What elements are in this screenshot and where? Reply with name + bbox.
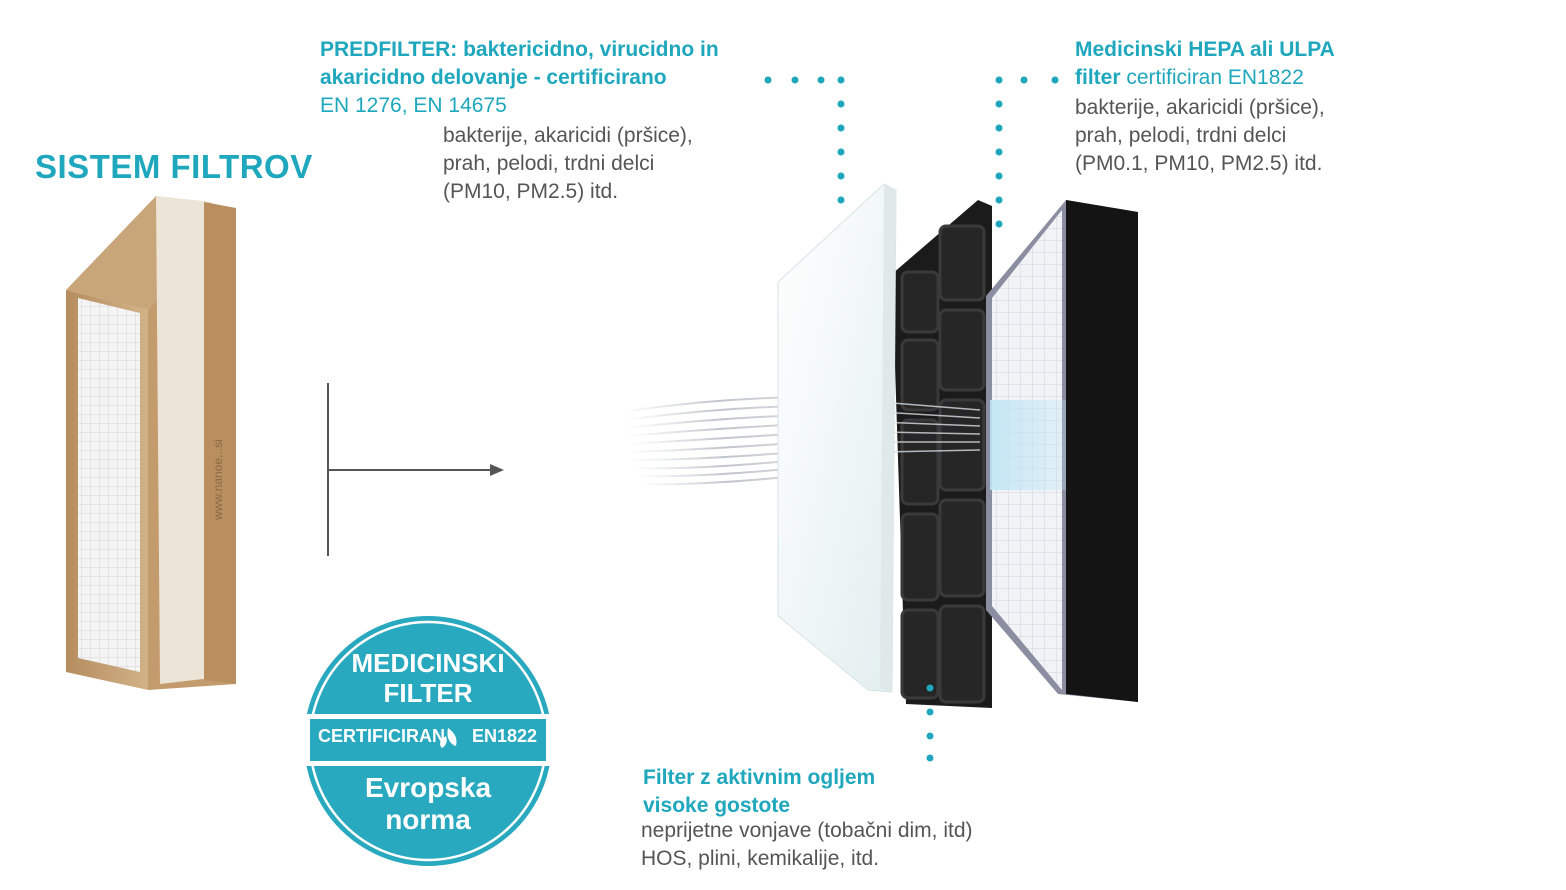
- prefilter-description: bakterije, akaricidi (pršice), prah, pel…: [443, 122, 693, 206]
- hepa-label: Medicinski HEPA ali ULPA filter certific…: [1075, 36, 1335, 92]
- carbon-body-line-2: HOS, plini, kemikalije, itd.: [641, 847, 880, 870]
- carbon-heading-line-1: Filter z aktivnim ogljem: [643, 766, 876, 789]
- hepa-body-line-2: prah, pelodi, trdni delci: [1075, 124, 1287, 147]
- prefilter-standard: EN 1276, EN 14675: [320, 94, 507, 117]
- airflow-through: [879, 401, 981, 453]
- page-title: SISTEM FILTROV: [35, 148, 313, 185]
- prefilter-image: [777, 183, 897, 693]
- framed-filter-image: www.nanoe...si: [66, 196, 236, 690]
- carbon-description: neprijetne vonjave (tobačni dim, itd) HO…: [641, 817, 973, 873]
- frame-watermark: www.nanoe...si: [211, 439, 225, 521]
- hepa-body-line-1: bakterije, akaricidi (pršice),: [1075, 96, 1325, 119]
- prefilter-body-line-2: prah, pelodi, trdni delci: [443, 152, 655, 175]
- badge-line-3: Evropska: [364, 772, 492, 803]
- carbon-body-line-1: neprijetne vonjave (tobačni dim, itd): [641, 819, 973, 842]
- badge-line-2: FILTER: [383, 678, 473, 708]
- hepa-filter-image: [986, 200, 1138, 702]
- medical-filter-badge: [304, 616, 552, 866]
- badge-line-4: norma: [385, 804, 471, 835]
- hepa-body-line-3: (PM0.1, PM10, PM2.5) itd.: [1075, 152, 1323, 175]
- leaf-icon: [440, 728, 457, 748]
- carbon-filter-image: [892, 200, 992, 708]
- prefilter-label: PREDFILTER: baktericidno, virucidno in a…: [320, 36, 719, 120]
- hepa-description: bakterije, akaricidi (pršice), prah, pel…: [1075, 94, 1325, 178]
- prefilter-heading-line-2: akaricidno delovanje - certificirano: [320, 66, 667, 89]
- hepa-heading-line-1: Medicinski HEPA ali ULPA: [1075, 38, 1335, 61]
- carbon-label: Filter z aktivnim ogljem visoke gostote: [643, 764, 875, 820]
- carbon-heading-line-2: visoke gostote: [643, 794, 791, 817]
- airflow-arrow: [327, 383, 504, 556]
- hepa-heading-filter: filter: [1075, 66, 1121, 89]
- hepa-heading-cert: certificiran EN1822: [1120, 66, 1304, 89]
- badge-standard: EN1822: [472, 726, 538, 746]
- prefilter-body-line-1: bakterije, akaricidi (pršice),: [443, 124, 693, 147]
- callout-dots: [764, 76, 1059, 762]
- badge-line-1: MEDICINSKI: [351, 648, 505, 678]
- badge-cert: CERTIFICIRAN: [318, 726, 445, 746]
- prefilter-body-line-3: (PM10, PM2.5) itd.: [443, 180, 619, 203]
- prefilter-heading-line-1: PREDFILTER: baktericidno, virucidno in: [320, 38, 719, 61]
